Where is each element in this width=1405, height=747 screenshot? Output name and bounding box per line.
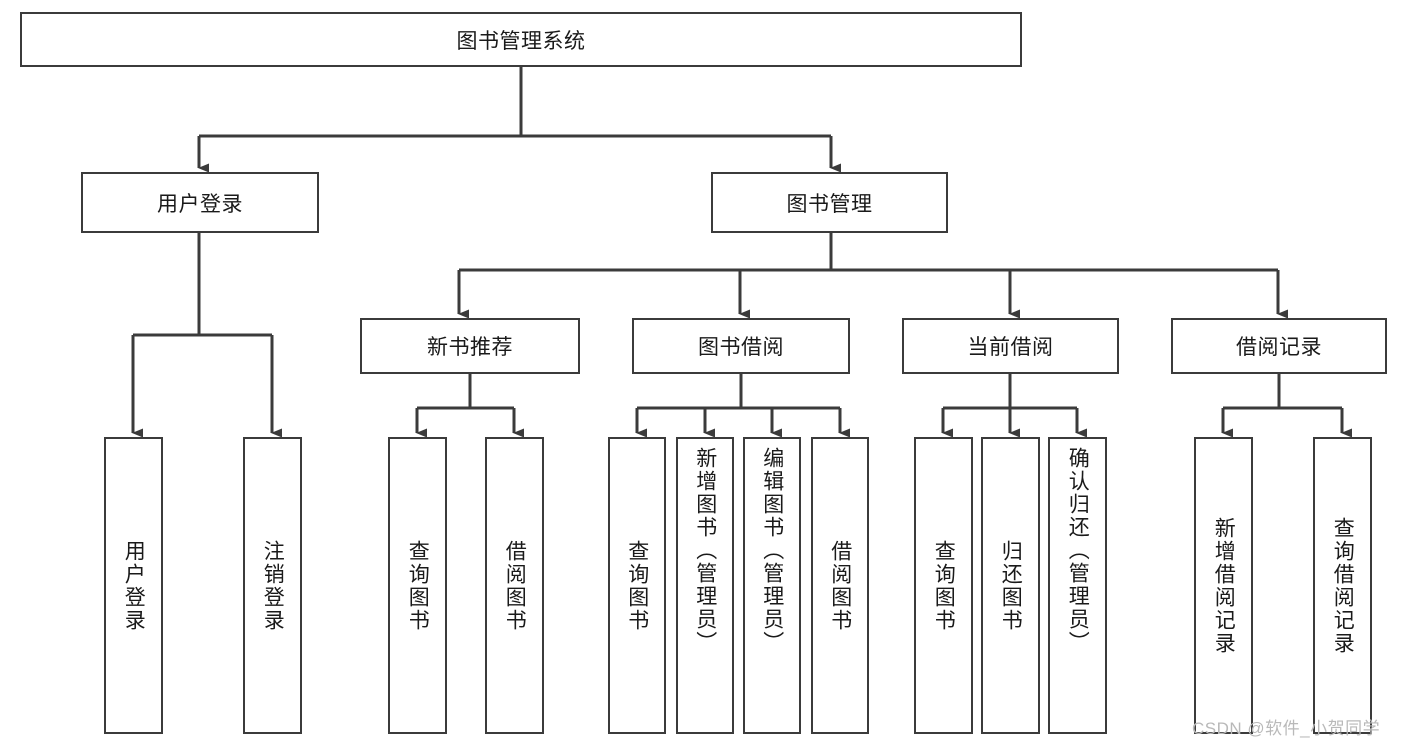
leaf-node[interactable]: 查询图书: [388, 437, 447, 734]
leaf-node[interactable]: 新增借阅记录: [1194, 437, 1253, 734]
leaf-label: 新增借阅记录: [1212, 516, 1236, 655]
leaf-label: 查询图书: [406, 539, 430, 632]
leaf-label: 查询借阅记录: [1331, 516, 1355, 655]
leaf-label: 用户登录: [122, 539, 146, 632]
leaf-node[interactable]: 编辑图书（管理员）: [743, 437, 801, 734]
node-book-borrowing[interactable]: 图书借阅: [632, 318, 850, 374]
leaf-node[interactable]: 归还图书: [981, 437, 1040, 734]
node-book-management[interactable]: 图书管理: [711, 172, 948, 233]
node-root-system[interactable]: 图书管理系统: [20, 12, 1022, 67]
leaf-node[interactable]: 注销登录: [243, 437, 302, 734]
node-user-login[interactable]: 用户登录: [81, 172, 319, 233]
leaf-label: 确认归还（管理员）: [1066, 447, 1090, 654]
node-new-book-recommendation[interactable]: 新书推荐: [360, 318, 580, 374]
node-borrowing-record[interactable]: 借阅记录: [1171, 318, 1387, 374]
leaf-node[interactable]: 借阅图书: [811, 437, 869, 734]
leaf-node[interactable]: 查询图书: [608, 437, 666, 734]
leaf-label: 借阅图书: [503, 539, 527, 632]
leaf-label: 注销登录: [261, 539, 285, 632]
leaf-label: 编辑图书（管理员）: [760, 447, 784, 654]
leaf-label: 借阅图书: [828, 539, 852, 632]
node-current-borrowing[interactable]: 当前借阅: [902, 318, 1119, 374]
leaf-label: 新增图书（管理员）: [693, 447, 717, 654]
leaf-node[interactable]: 查询图书: [914, 437, 973, 734]
leaf-node[interactable]: 借阅图书: [485, 437, 544, 734]
leaf-node[interactable]: 查询借阅记录: [1313, 437, 1372, 734]
leaf-node[interactable]: 确认归还（管理员）: [1048, 437, 1107, 734]
watermark-text: CSDN @软件_小贺同学: [1192, 719, 1381, 738]
leaf-node[interactable]: 用户登录: [104, 437, 163, 734]
leaf-node[interactable]: 新增图书（管理员）: [676, 437, 734, 734]
leaf-label: 查询图书: [932, 539, 956, 632]
leaf-label: 归还图书: [999, 539, 1023, 632]
leaf-label: 查询图书: [625, 539, 649, 632]
